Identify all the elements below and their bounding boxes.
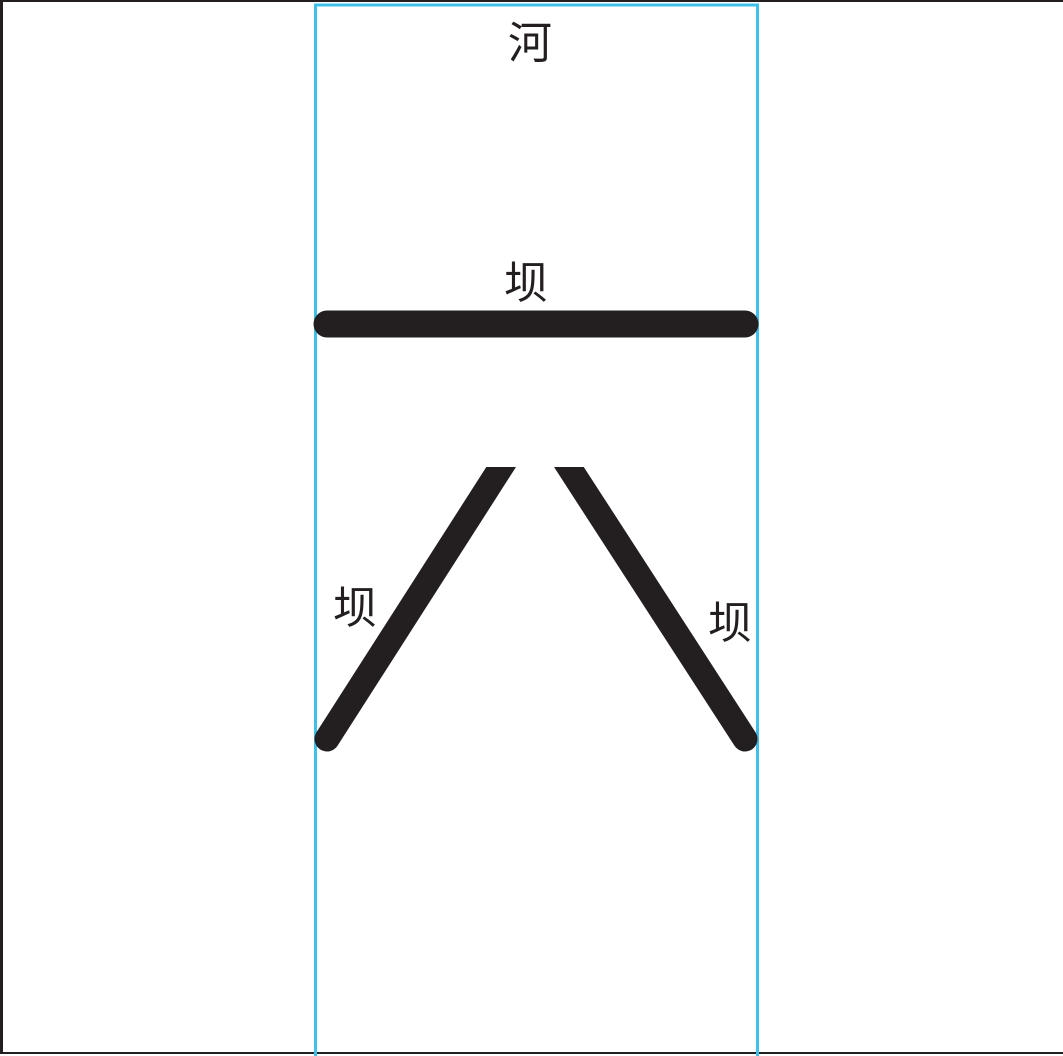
top-dam-label: 坝 xyxy=(504,258,548,309)
right-dam xyxy=(552,448,758,752)
river-channel xyxy=(314,3,759,1056)
river-dam-diagram xyxy=(313,3,759,1056)
river-label: 河 xyxy=(508,18,552,69)
left-dam xyxy=(314,448,518,752)
dam-top-mask xyxy=(473,432,603,467)
right-dam-label: 坝 xyxy=(708,598,752,649)
left-dam-label: 坝 xyxy=(333,583,377,634)
